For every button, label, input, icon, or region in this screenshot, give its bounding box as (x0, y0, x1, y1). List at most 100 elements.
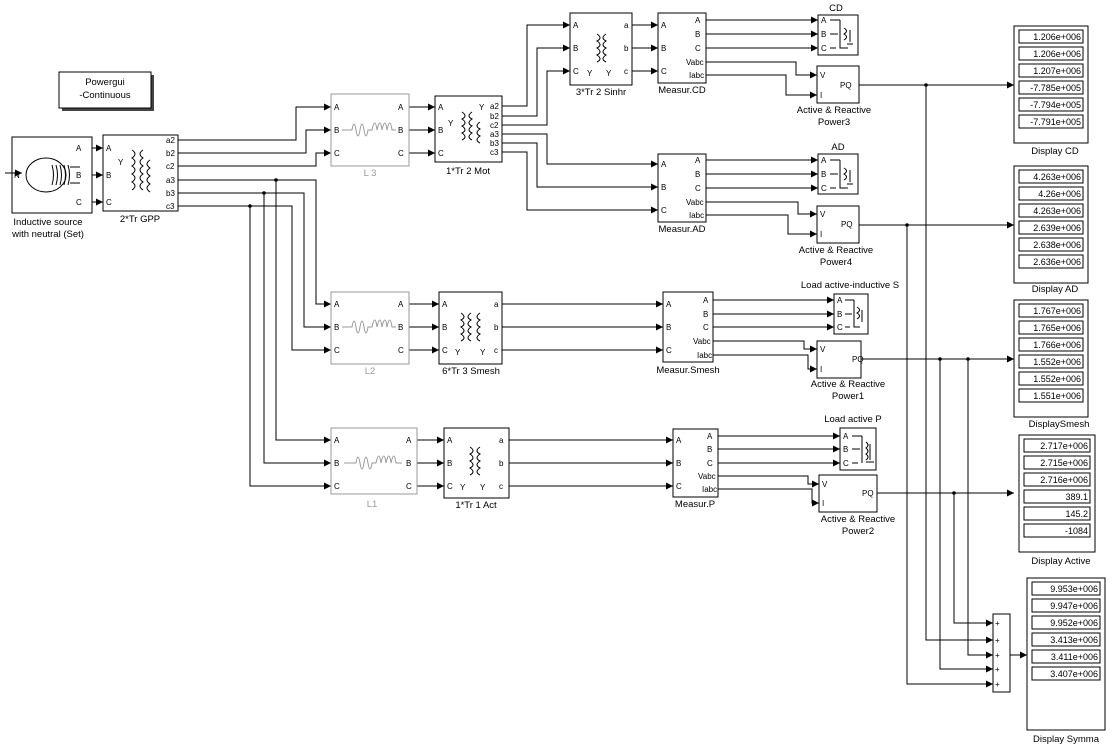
svg-text:b3: b3 (166, 189, 175, 198)
svg-text:B: B (447, 459, 452, 468)
display-active[interactable]: 2.717e+0062.715e+0062.716e+006389.1145.2… (1018, 434, 1096, 567)
svg-text:Iabc: Iabc (702, 485, 717, 494)
transformer-sinhr-block[interactable]: A B C a b c Y Y 3*Tr 2 Sinhr (569, 12, 633, 98)
transformer-smesh-block[interactable]: A B C a b c Y Y 6*Tr 3 Smesh (438, 291, 503, 377)
display-cell (1018, 63, 1084, 78)
display-symma[interactable]: 9.953e+0069.947e+0069.952e+0063.413e+006… (1026, 577, 1106, 745)
svg-text:Y: Y (606, 69, 612, 78)
display-cell (1018, 203, 1084, 218)
svg-text:c: c (624, 67, 628, 76)
pq4-block[interactable]: V I PQ Active & Reactive Power4 (799, 205, 873, 268)
svg-text:B: B (334, 126, 339, 135)
svg-text:C: C (843, 459, 849, 468)
display-title: Display Active (1031, 556, 1090, 567)
display-ad[interactable]: 4.263e+0064.26e+0064.263e+0062.639e+0062… (1013, 165, 1089, 295)
svg-text:Y: Y (480, 483, 486, 492)
display-cell (1023, 472, 1091, 487)
svg-text:PQ: PQ (840, 81, 852, 90)
svg-text:b: b (624, 44, 629, 53)
pq2-label-2: Power2 (842, 526, 874, 537)
svg-text:Y: Y (587, 69, 593, 78)
svg-text:C: C (573, 67, 579, 76)
pq1-label-2: Power1 (832, 391, 864, 402)
display-value: 4.26e+006 (1038, 189, 1081, 199)
tr-smesh-label: 6*Tr 3 Smesh (442, 366, 500, 377)
svg-text:a: a (499, 436, 504, 445)
pq1-label-1: Active & Reactive (811, 379, 885, 390)
display-smesh[interactable]: 1.767e+0061.765e+0061.766e+0061.552e+006… (1013, 299, 1089, 430)
display-cell (1018, 114, 1084, 129)
display-cell (1018, 80, 1084, 95)
pq1-block[interactable]: V I PQ Active & Reactive Power1 (811, 340, 885, 402)
line-l1-block[interactable]: A B C A B C L1 (330, 427, 418, 510)
svg-text:B: B (661, 183, 666, 192)
svg-text:PQ: PQ (862, 489, 874, 498)
sum-block[interactable]: + + + + + (992, 613, 1011, 693)
load-cd-label: CD (829, 3, 843, 14)
svg-text:I: I (822, 499, 824, 508)
display-cd[interactable]: 1.206e+0061.206e+0061.207e+006-7.785e+00… (1013, 25, 1089, 157)
svg-text:N: N (14, 171, 20, 180)
measurement-smesh-block[interactable]: A B C A B C Vabc Iabc Measur.Smesh (656, 291, 720, 376)
svg-text:A: A (398, 103, 404, 112)
svg-text:A: A (398, 300, 404, 309)
svg-text:b: b (499, 459, 504, 468)
display-value: 1.765e+006 (1033, 323, 1081, 333)
powergui-block[interactable]: Powergui -Continuous (58, 71, 154, 111)
display-value: -7.794e+005 (1030, 100, 1081, 110)
display-value: 1.206e+006 (1033, 49, 1081, 59)
svg-text:a3: a3 (490, 130, 499, 139)
load-cd-block[interactable]: A B C CD (817, 3, 859, 56)
svg-text:C: C (661, 67, 667, 76)
transformer-mot-block[interactable]: A B C a2 b2 c2 a3 b3 c3 Y Y 1*Tr 2 Mot (434, 95, 503, 177)
display-value: 1.766e+006 (1033, 340, 1081, 350)
measurement-ad-block[interactable]: A B C A B C Vabc Iabc Measur.AD (657, 153, 707, 235)
measurement-p-block[interactable]: A B C A B C Vabc Iabc Measur.P (672, 428, 719, 510)
load-s-block[interactable]: A B C Load active-inductive S (801, 280, 899, 335)
junctions (248, 83, 970, 495)
svg-text:C: C (703, 323, 709, 332)
display-value: 3.413e+006 (1050, 635, 1098, 645)
display-value: 3.411e+006 (1051, 652, 1098, 662)
tr-mot-label: 1*Tr 2 Mot (446, 166, 490, 177)
svg-text:B: B (406, 459, 411, 468)
svg-text:A: A (821, 156, 827, 165)
display-cell (1018, 371, 1084, 386)
svg-text:B: B (676, 459, 681, 468)
display-title: Display AD (1032, 284, 1079, 295)
display-cell (1018, 354, 1084, 369)
meas-p-label: Measur.P (675, 499, 715, 510)
svg-text:B: B (438, 126, 443, 135)
display-value: 1.551e+006 (1033, 391, 1081, 401)
transformer-gpp-block[interactable]: A B C a2 b2 c2 a3 b3 c3 Y 2*Tr GPP (102, 134, 179, 225)
meas-ad-label: Measur.AD (659, 224, 706, 235)
display-value: -7.791e+005 (1030, 117, 1081, 127)
wires (92, 16, 1027, 688)
line-l2-block[interactable]: A B C A B C L2 (330, 291, 410, 377)
load-p-block[interactable]: A B C Load active P (824, 414, 882, 471)
display-cell (1023, 506, 1091, 521)
inductive-source-block[interactable]: N A B C Inductive source with neutral (S… (5, 136, 93, 240)
displays: 1.206e+0061.206e+0061.207e+006-7.785e+00… (1013, 25, 1106, 745)
display-value: 3.407e+006 (1050, 669, 1098, 679)
pq3-block[interactable]: V I PQ Active & Reactive Power3 (797, 65, 871, 128)
powergui-label-2: -Continuous (79, 90, 130, 101)
display-value: 9.952e+006 (1050, 618, 1098, 628)
transformer-act-block[interactable]: A B C a b c Y Y 1*Tr 1 Act (443, 427, 510, 511)
line-l3-block[interactable]: A B C A B C L 3 (330, 93, 410, 179)
svg-text:a3: a3 (166, 176, 175, 185)
svg-text:A: A (442, 300, 448, 309)
load-ad-block[interactable]: A B C AD (817, 142, 859, 195)
display-value: 2.715e+006 (1040, 458, 1088, 468)
svg-text:Y: Y (479, 103, 485, 112)
display-value: -7.785e+005 (1030, 83, 1081, 93)
svg-text:b3: b3 (490, 139, 499, 148)
svg-text:Y: Y (455, 348, 461, 357)
measurement-cd-block[interactable]: A B C A B C Vabc Iabc Measur.CD (657, 12, 707, 96)
svg-text:V: V (820, 345, 826, 354)
svg-text:a: a (624, 21, 629, 30)
display-cell (1018, 254, 1084, 269)
svg-text:Iabc: Iabc (697, 351, 712, 360)
pq2-block[interactable]: V I PQ Active & Reactive Power2 (818, 474, 895, 537)
display-cell (1018, 186, 1084, 201)
